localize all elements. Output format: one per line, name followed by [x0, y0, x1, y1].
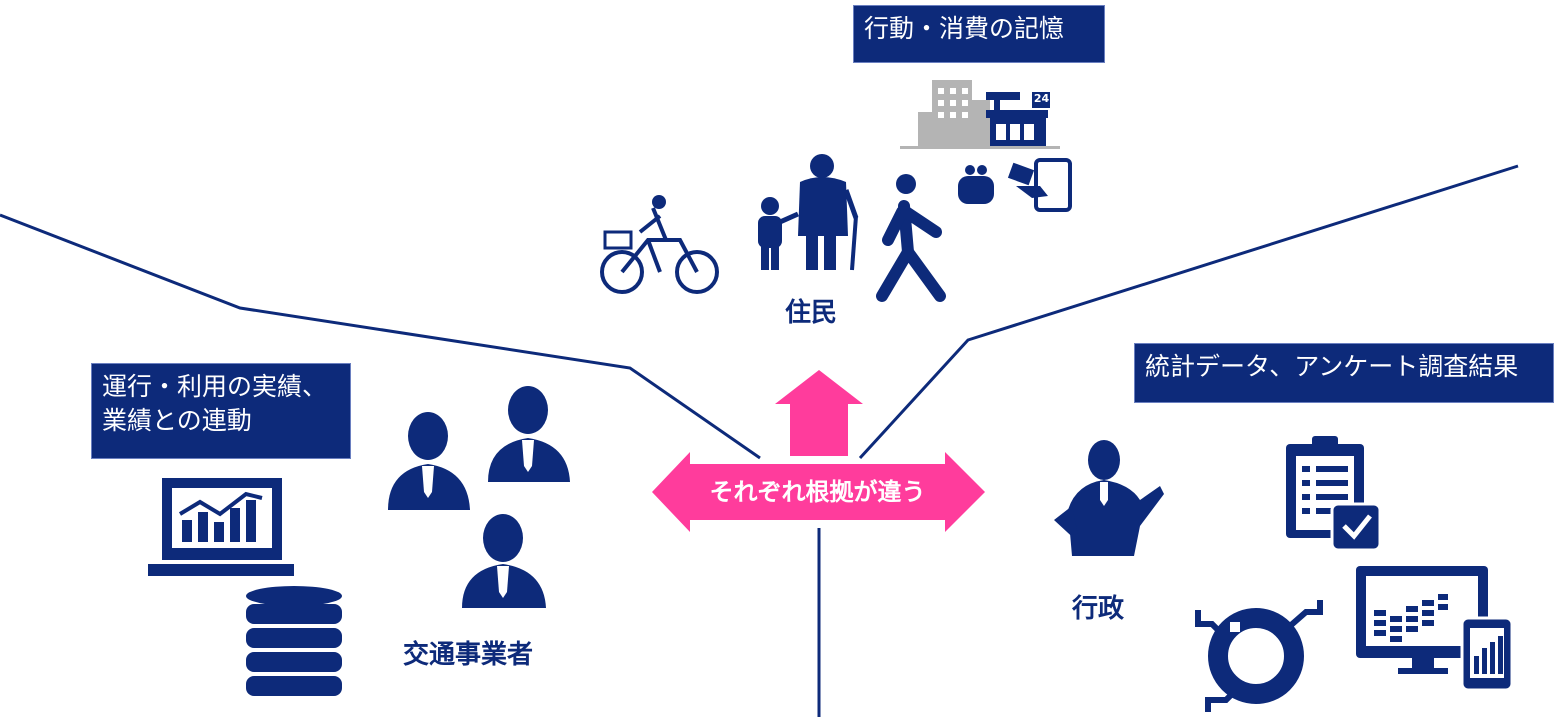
divider-line-right: [858, 164, 1519, 460]
operator-records-line-1: 運行・利用の実績、: [102, 372, 328, 401]
laptop-chart-icon: [148, 478, 294, 576]
operator-records-line-2: 業績との連動: [102, 406, 252, 435]
up-arrow: [775, 370, 863, 456]
government-label: 行政: [1072, 594, 1125, 624]
government-statistics-box: 統計データ、アンケート調査結果: [1134, 343, 1554, 403]
horizontal-double-arrow: [652, 452, 985, 532]
residents-label: 住民: [785, 298, 838, 328]
divider-line-left: [0, 213, 761, 460]
business-person-icon-1: [388, 412, 470, 510]
card-payment-icon: [1007, 158, 1072, 212]
monitor-dashboard-icon: [1356, 566, 1488, 674]
business-person-icon-3: [462, 514, 546, 608]
coin-purse-icon: [958, 165, 994, 204]
clipboard-checklist-icon: [1286, 436, 1382, 552]
elderly-and-child-icon: [758, 154, 859, 271]
business-person-icon-2: [488, 386, 570, 482]
walking-person-icon: [876, 174, 946, 302]
operator-records-box: 運行・利用の実績、 業績との連動: [91, 363, 351, 459]
official-person-icon: [1054, 440, 1164, 556]
donut-chart-icon: [1195, 600, 1323, 712]
different-basis-label: それぞれ根拠が違う: [709, 478, 926, 506]
residents-memory-box: 行動・消費の記憶: [853, 5, 1105, 63]
tablet-chart-icon: [1460, 616, 1514, 692]
database-icon: [246, 586, 342, 696]
window-grid: [938, 88, 968, 118]
bicycle-icon: [600, 195, 719, 294]
store-door-panes: [996, 124, 1034, 140]
transport-operators-label: 交通事業者: [403, 640, 534, 670]
store-24-badge: 24: [1033, 92, 1050, 105]
